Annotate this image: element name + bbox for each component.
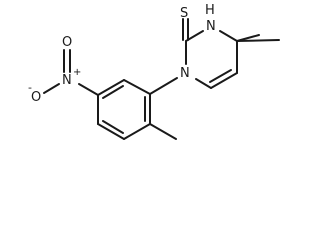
atom-nitro-plus: + xyxy=(73,67,81,78)
atom-nh-h: H xyxy=(205,3,215,18)
bond-n3-c4 xyxy=(219,30,238,42)
chemical-structure: S H N N N + O O - xyxy=(28,3,280,140)
atom-ring-n: N xyxy=(180,66,190,81)
bond-c2-n3 xyxy=(185,30,204,42)
atom-nitro-o-left: O xyxy=(31,90,41,105)
structure-canvas: S H N N N + O O - xyxy=(28,3,280,140)
atom-sulfur: S xyxy=(180,6,188,21)
bond-aryl-methyl xyxy=(149,123,177,140)
bond-c6-n1 xyxy=(195,78,212,89)
bond-ar-2 xyxy=(97,79,125,96)
bond-ar-1 xyxy=(123,79,151,95)
bond-c4-methyl-2 xyxy=(236,39,280,42)
atom-nitro-o-top: O xyxy=(62,35,72,50)
bond-ar-4-double xyxy=(102,120,124,134)
bond-c5-c6-double xyxy=(209,69,232,83)
bond-c5-c6 xyxy=(210,72,238,89)
bond-n1-aryl xyxy=(149,77,178,95)
bond-aryl-nitro xyxy=(78,83,99,96)
bond-ar-2-double xyxy=(102,85,124,99)
bond-nitro-o-left xyxy=(43,83,60,94)
bond-ar-5 xyxy=(123,123,151,140)
atom-nitro-minus: - xyxy=(28,81,32,94)
atom-nh: N xyxy=(206,19,216,34)
atom-nitro-n: N xyxy=(62,73,72,88)
bond-ar-4 xyxy=(97,123,125,140)
